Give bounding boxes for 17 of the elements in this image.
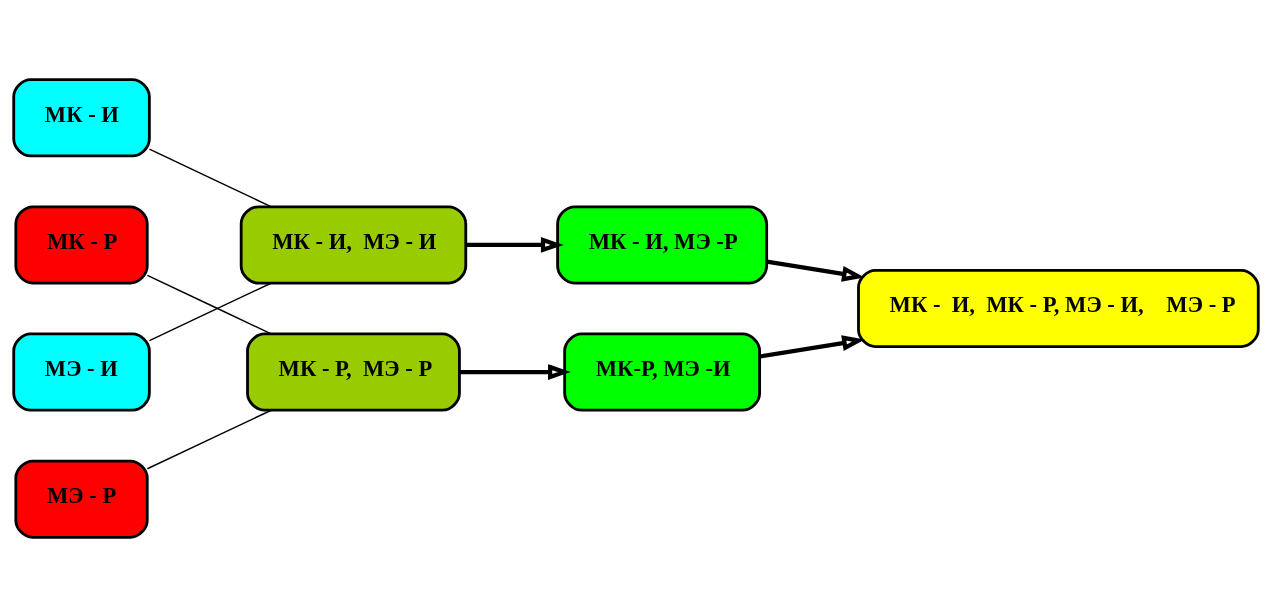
arrow — [459, 363, 571, 380]
node-box: МЭ - И — [12, 332, 151, 412]
node-box: МК - Р — [14, 204, 149, 284]
arrow — [766, 259, 865, 282]
connector — [148, 282, 272, 341]
arrow — [466, 236, 564, 253]
node-box: МК - И — [12, 77, 151, 157]
connector — [146, 409, 272, 469]
node-box: МК-Р, МЭ -И — [563, 332, 762, 412]
node-box: МК - Р, МЭ - Р — [246, 332, 461, 412]
connector — [146, 274, 272, 335]
node-box: МЭ - Р — [14, 459, 149, 539]
node-box: МК - И, МЭ -Р — [556, 204, 769, 284]
node-box: МК - И, МЭ - И — [239, 204, 468, 284]
node-box: МК - И, МК - Р, МЭ - И, МЭ - Р — [857, 268, 1260, 348]
arrow — [759, 334, 865, 359]
connector — [148, 148, 272, 207]
